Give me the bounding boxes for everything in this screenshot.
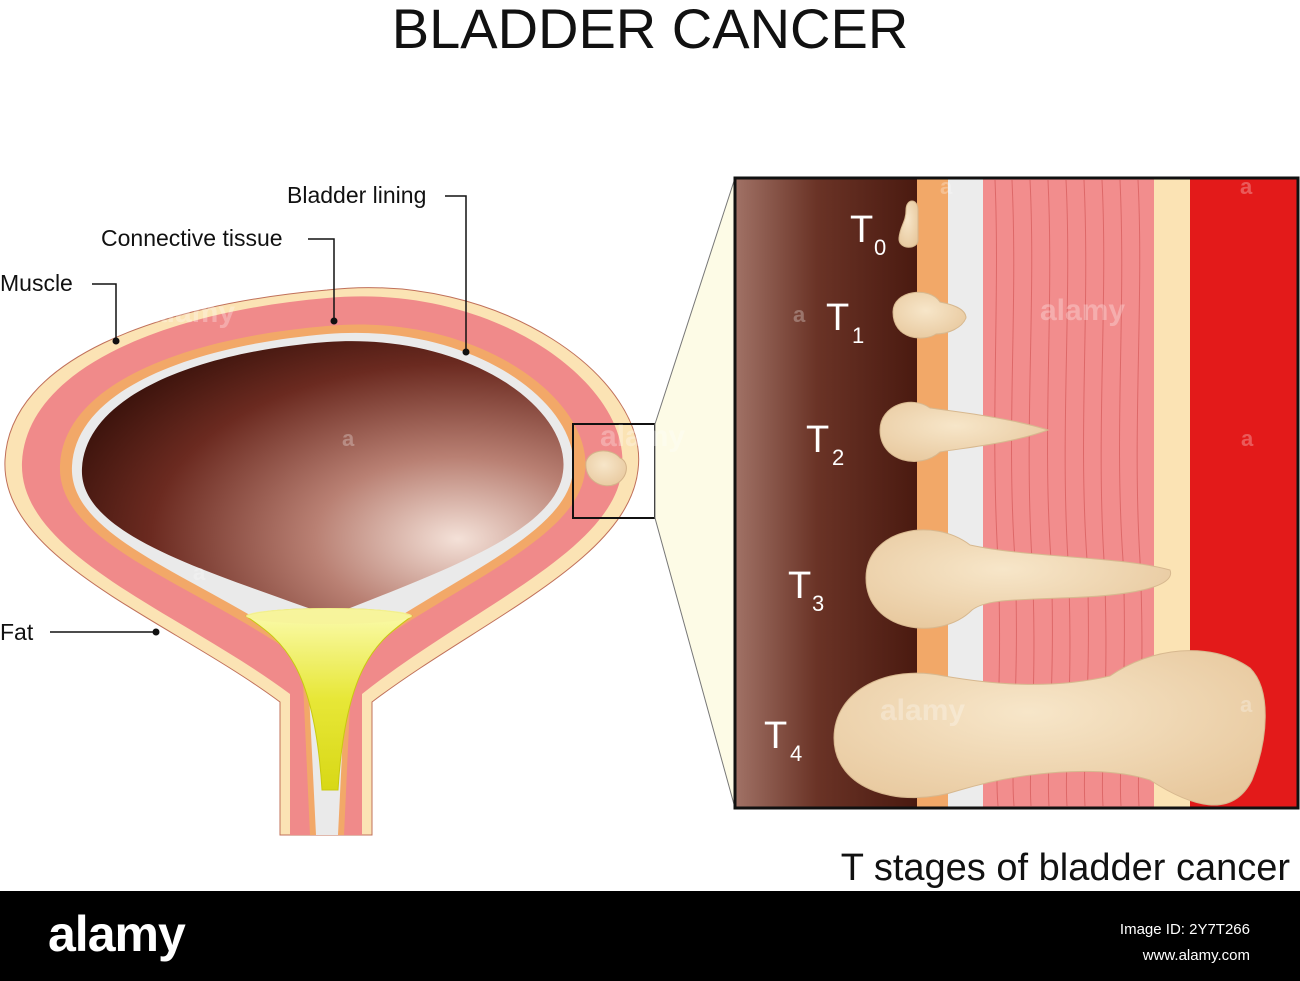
watermark-mark: a — [1240, 174, 1253, 199]
label-muscle: Muscle — [0, 270, 73, 296]
t-stages-panel: T 0 T 1 T 2 T 3 T 4 — [735, 178, 1298, 808]
label-connective-tissue: Connective tissue — [101, 225, 283, 251]
watermark-text: alamy — [880, 694, 965, 727]
footer-meta: Image ID: 2Y7T266 www.alamy.com — [1120, 917, 1250, 969]
watermark-mark: a — [940, 174, 953, 199]
watermark-text: alamy — [1040, 294, 1125, 327]
footer-site: www.alamy.com — [1120, 943, 1250, 969]
footer-logo: alamy — [48, 905, 185, 963]
watermark-text: alamy — [600, 420, 685, 453]
stage-t1-label: T — [826, 297, 849, 339]
watermark-mark: a — [793, 302, 806, 327]
stage-t1-sub: 1 — [852, 323, 864, 348]
zoom-projection — [655, 178, 735, 808]
bladder-cross-section — [5, 288, 655, 835]
t-stages-caption: T stages of bladder cancer — [841, 847, 1291, 889]
urethra-opening — [246, 608, 412, 624]
stage-t0-sub: 0 — [874, 235, 886, 260]
watermark-text: alamy — [150, 296, 235, 329]
stage-t0-label: T — [850, 209, 873, 251]
footer-bar: alamy Image ID: 2Y7T266 www.alamy.com — [0, 891, 1300, 981]
page-title: BLADDER CANCER — [392, 0, 909, 60]
stage-t3-label: T — [788, 565, 811, 607]
watermark-mark: a — [1240, 692, 1253, 717]
stage-t2-sub: 2 — [832, 445, 844, 470]
label-fat: Fat — [0, 619, 34, 645]
label-bladder-lining: Bladder lining — [287, 182, 426, 208]
stage-t2-label: T — [806, 419, 829, 461]
footer-image-id: Image ID: 2Y7T266 — [1120, 917, 1250, 943]
watermark-mark: a — [1241, 426, 1254, 451]
watermark-mark: a — [193, 560, 206, 585]
watermark-mark: a — [342, 426, 355, 451]
stage-t3-sub: 3 — [812, 591, 824, 616]
stage-t4-label: T — [764, 715, 787, 757]
stage-t4-sub: 4 — [790, 741, 802, 766]
